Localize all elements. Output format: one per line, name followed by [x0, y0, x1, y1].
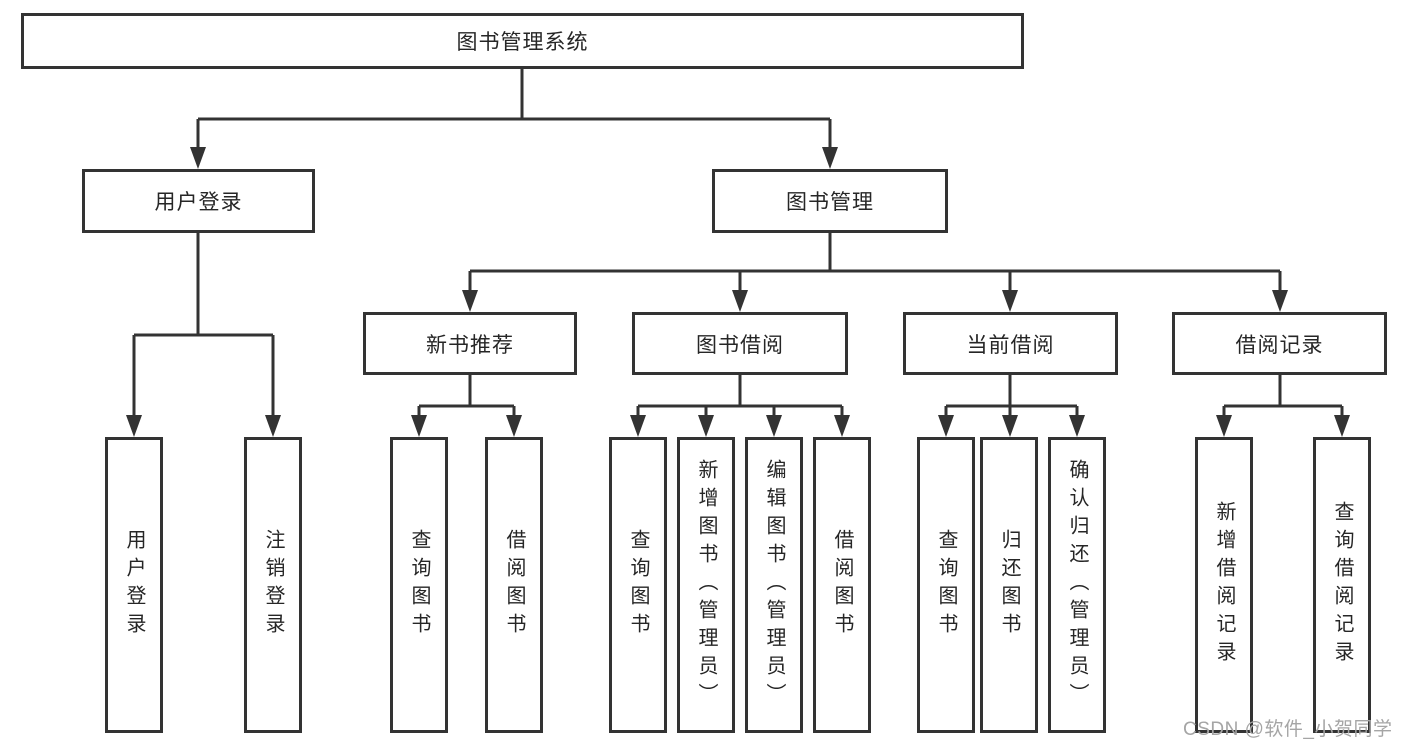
node-new-book-recommend: 新书推荐	[363, 312, 577, 375]
node-add-books-admin-leaf: 新增图书（管理员）	[677, 437, 735, 733]
node-query-books-borrow-label: 查询图书	[627, 529, 649, 641]
node-add-borrow-record-label: 新增借阅记录	[1213, 501, 1235, 669]
node-confirm-return-admin-label: 确认归还（管理员）	[1066, 459, 1088, 711]
node-book-management-branch-label: 图书管理	[786, 191, 874, 214]
node-query-books-recommend-label: 查询图书	[408, 529, 430, 641]
node-user-login-branch-label: 用户登录	[154, 191, 243, 214]
node-user-login-branch: 用户登录	[82, 169, 315, 233]
node-borrow-records-label: 借阅记录	[1235, 333, 1324, 357]
node-add-books-admin-label: 新增图书（管理员）	[695, 459, 717, 711]
node-add-borrow-record-leaf: 新增借阅记录	[1195, 437, 1253, 733]
node-borrow-records: 借阅记录	[1172, 312, 1387, 375]
node-system-root: 图书管理系统	[21, 13, 1024, 69]
node-return-books-label: 归还图书	[998, 529, 1020, 641]
node-query-books-recommend-leaf: 查询图书	[390, 437, 448, 733]
csdn-watermark: CSDN @软件_小贺同学	[1183, 719, 1393, 740]
node-system-root-label: 图书管理系统	[456, 31, 589, 54]
node-query-books-current-label: 查询图书	[935, 529, 957, 641]
node-borrow-books-recommend-leaf: 借阅图书	[485, 437, 543, 733]
node-new-book-recommend-label: 新书推荐	[426, 333, 514, 357]
node-borrow-books-recommend-label: 借阅图书	[503, 529, 525, 641]
node-edit-books-admin-label: 编辑图书（管理员）	[763, 459, 785, 711]
node-user-login-leaf-label: 用户登录	[123, 529, 145, 641]
node-query-books-borrow-leaf: 查询图书	[609, 437, 667, 733]
node-current-borrow: 当前借阅	[903, 312, 1118, 375]
node-book-management-branch: 图书管理	[712, 169, 948, 233]
node-edit-books-admin-leaf: 编辑图书（管理员）	[745, 437, 803, 733]
node-current-borrow-label: 当前借阅	[966, 333, 1055, 357]
node-confirm-return-admin-leaf: 确认归还（管理员）	[1048, 437, 1106, 733]
node-book-borrow-label: 图书借阅	[696, 333, 784, 357]
node-query-books-current-leaf: 查询图书	[917, 437, 975, 733]
node-book-borrow: 图书借阅	[632, 312, 848, 375]
node-query-borrow-record-leaf: 查询借阅记录	[1313, 437, 1371, 733]
node-query-borrow-record-label: 查询借阅记录	[1331, 501, 1353, 669]
node-borrow-books-label: 借阅图书	[831, 529, 853, 641]
node-return-books-leaf: 归还图书	[980, 437, 1038, 733]
node-logout-leaf: 注销登录	[244, 437, 302, 733]
node-borrow-books-leaf: 借阅图书	[813, 437, 871, 733]
node-user-login-leaf: 用户登录	[105, 437, 163, 733]
node-logout-leaf-label: 注销登录	[262, 529, 284, 641]
